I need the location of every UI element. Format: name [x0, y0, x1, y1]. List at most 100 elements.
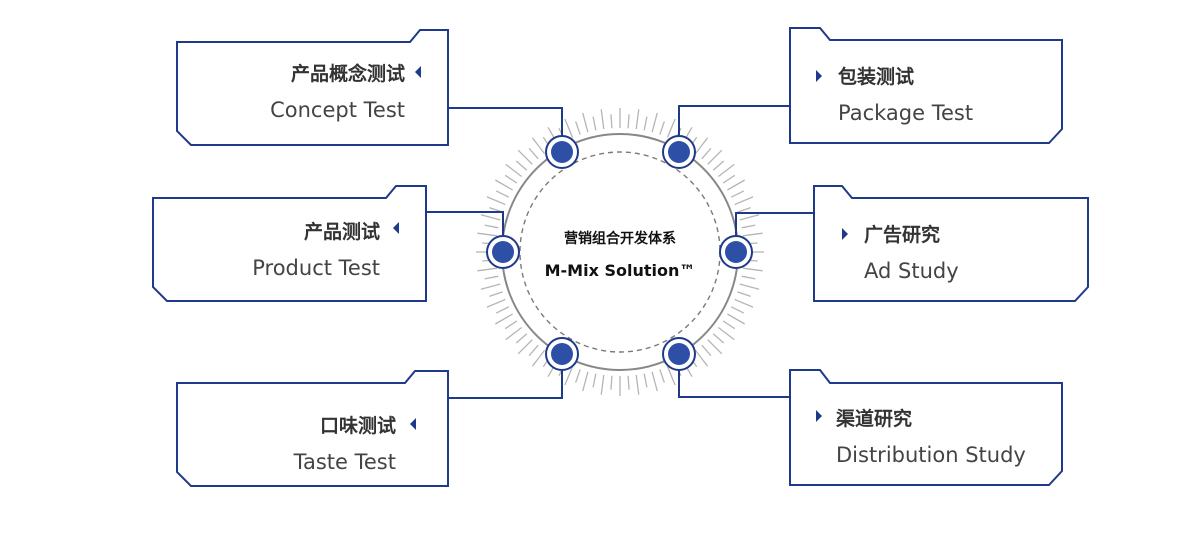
package-test-arrow-icon	[816, 70, 822, 82]
hub-tick	[712, 160, 725, 171]
module-ad-study[interactable]: 广告研究 Ad Study	[735, 185, 1089, 302]
hub-tick	[480, 283, 501, 290]
hub-tick	[722, 174, 736, 184]
hub-title-en: M-Mix Solution™	[545, 261, 696, 280]
taste-test-arrow-icon	[410, 418, 416, 430]
hub-tick	[694, 349, 709, 367]
hub-tick	[517, 339, 533, 355]
hub-node-taste-test[interactable]	[545, 337, 579, 371]
module-concept-test[interactable]: 产品概念测试 Concept Test	[176, 29, 563, 153]
ad-study-connector	[735, 212, 814, 240]
distribution-study-arrow-icon	[816, 410, 822, 422]
module-distribution-study[interactable]: 渠道研究 Distribution Study	[678, 368, 1063, 486]
hub-tick	[712, 333, 725, 344]
taste-test-label-cn: 口味测试	[320, 415, 396, 437]
hub-tick	[701, 147, 712, 160]
hub-tick	[707, 339, 723, 355]
hub-tick	[528, 344, 539, 357]
taste-test-connector	[448, 370, 563, 399]
hub-tick	[505, 326, 523, 341]
hub-node-ad-study[interactable]	[719, 235, 753, 269]
hub-tick	[666, 118, 676, 138]
hub-tick	[730, 306, 745, 314]
hub-tick	[575, 369, 581, 383]
product-test-label-en: Product Test	[252, 256, 380, 280]
module-package-test[interactable]: 包装测试 Package Test	[678, 27, 1063, 144]
hub-tick	[741, 275, 756, 280]
hub-tick	[737, 207, 751, 213]
product-test-label-cn: 产品测试	[304, 220, 380, 243]
hub-node-package-test[interactable]	[662, 135, 696, 169]
hub-tick	[592, 373, 597, 388]
hub-tick	[659, 121, 665, 135]
hub-tick	[739, 283, 760, 290]
product-test-connector	[426, 211, 504, 240]
concept-test-connector	[448, 107, 563, 153]
hub-tick	[515, 333, 528, 344]
hub-node-concept-test[interactable]	[545, 135, 579, 169]
module-taste-test[interactable]: 口味测试 Taste Test	[176, 370, 563, 487]
hub-node-product-test[interactable]	[486, 235, 520, 269]
hub-tick	[494, 179, 513, 191]
concept-test-label-en: Concept Test	[270, 98, 405, 122]
distribution-study-connector	[678, 368, 790, 398]
hub-outer-ring	[501, 133, 739, 371]
hub-tick	[528, 147, 539, 160]
taste-test-box	[176, 370, 449, 487]
hub-tick	[707, 149, 723, 165]
hub-tick	[717, 326, 735, 341]
product-test-arrow-icon	[393, 222, 399, 234]
hub-tick	[717, 163, 735, 178]
ad-study-label-en: Ad Study	[864, 259, 959, 283]
hub-tick	[635, 109, 640, 130]
distribution-study-label-cn: 渠道研究	[836, 407, 912, 430]
hub-tick	[515, 160, 528, 171]
hub-tick	[484, 224, 499, 229]
hub-tick	[600, 374, 605, 395]
hub-tick	[486, 196, 506, 206]
ad-study-label-cn: 广告研究	[864, 223, 940, 246]
hub-tick	[635, 374, 640, 395]
hub-tick	[505, 163, 523, 178]
hub-tick	[531, 137, 546, 155]
hub-tick	[741, 224, 756, 229]
hub-tick	[582, 371, 589, 392]
hub-tick	[564, 366, 574, 386]
product-test-box	[152, 185, 427, 302]
hub-tick	[694, 137, 709, 155]
module-product-test[interactable]: 产品测试 Product Test	[152, 185, 504, 302]
hub-tick	[701, 344, 712, 357]
hub-tick	[592, 116, 597, 131]
hub-tick	[480, 214, 501, 221]
ad-study-arrow-icon	[842, 228, 848, 240]
taste-test-label-en: Taste Test	[293, 450, 396, 474]
hub-tick	[742, 267, 763, 272]
hub-tick	[734, 298, 754, 308]
hub-tick	[494, 313, 513, 325]
hub-tick	[730, 190, 745, 198]
hub-tick	[489, 291, 503, 297]
hub-tick	[739, 214, 760, 221]
hub-tick	[531, 349, 546, 367]
hub-tick	[651, 112, 658, 133]
hub-tick	[600, 109, 605, 130]
hub-tick	[722, 320, 736, 330]
hub-tick	[742, 232, 763, 237]
hub-node-distribution-study[interactable]	[662, 337, 696, 371]
hub-tick	[495, 190, 510, 198]
hub-tick	[643, 373, 648, 388]
hub-tick	[666, 366, 676, 386]
hub-tick	[484, 275, 499, 280]
ad-study-box	[813, 185, 1089, 302]
hub-tick	[659, 369, 665, 383]
hub-tick	[610, 114, 613, 129]
hub-tick	[734, 196, 754, 206]
hub-tick	[610, 375, 613, 390]
distribution-study-box	[789, 369, 1063, 486]
hub-tick	[727, 179, 746, 191]
hub-tick	[517, 149, 533, 165]
distribution-study-label-en: Distribution Study	[836, 443, 1026, 467]
hub-tick	[627, 114, 630, 129]
hub-tick	[737, 291, 751, 297]
hub-tick	[627, 375, 630, 390]
